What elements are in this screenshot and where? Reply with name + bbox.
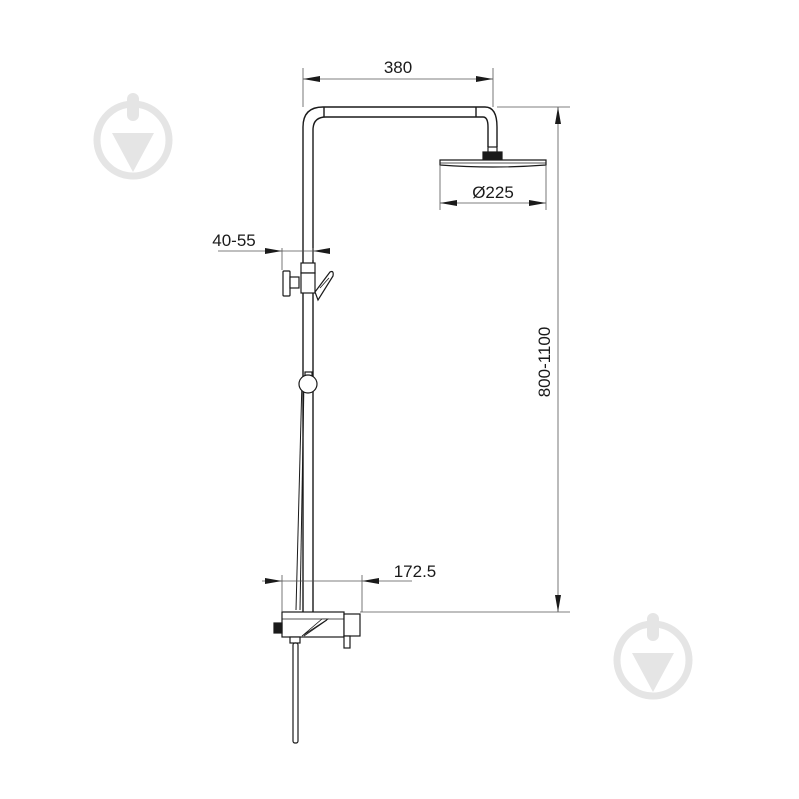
riser-pipe (302, 106, 498, 612)
download-watermark-icon (93, 93, 173, 180)
download-watermark-icon (613, 613, 693, 700)
dimension-head-diameter: Ø225 (472, 183, 514, 202)
dimension-arm-length: 380 (384, 58, 412, 77)
dimension-mixer-depth: 172.5 (394, 562, 437, 581)
dimension-bracket-offset: 40-55 (212, 231, 255, 250)
rain-shower-head (439, 146, 547, 168)
thermostatic-mixer (273, 611, 361, 744)
height-adjust-knob (298, 371, 318, 394)
hand-shower-bracket (282, 262, 334, 302)
hose (295, 379, 305, 611)
dimension-height-range: 800-1100 (535, 327, 554, 398)
dimension-lines (218, 68, 570, 613)
